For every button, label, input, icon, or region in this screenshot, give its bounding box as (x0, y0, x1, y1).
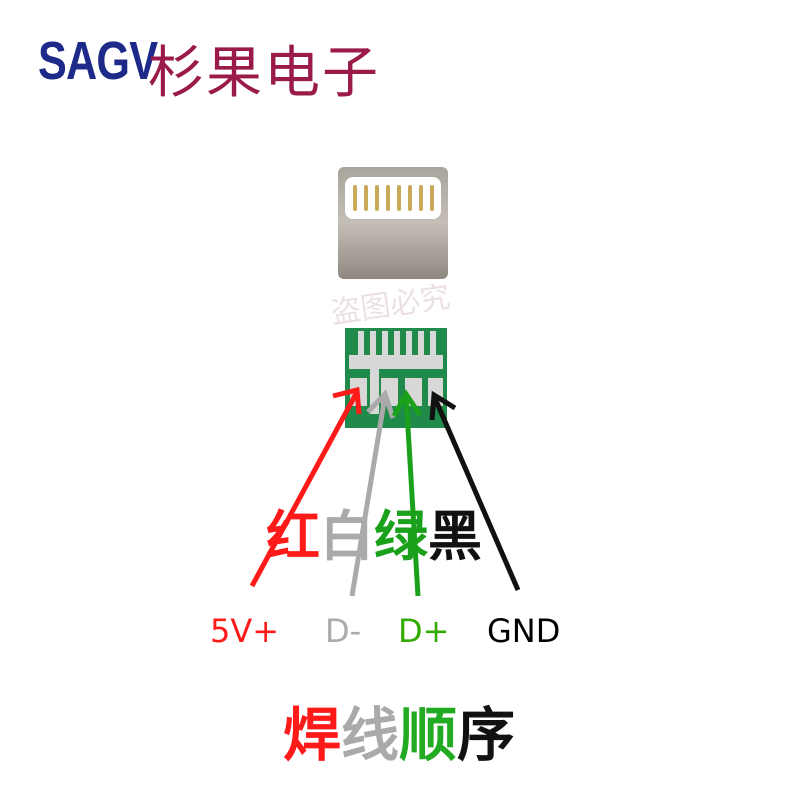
wire-color-black: 黑 (428, 505, 482, 568)
wire-color-white: 白 (320, 505, 374, 568)
wire-color-green: 绿 (374, 505, 428, 568)
logo-chinese: 杉果电子 (148, 41, 380, 106)
arrow-white (349, 389, 396, 597)
arrow-red (249, 386, 362, 588)
wire-colors: 红 白 绿 黑 (266, 492, 482, 571)
wire-color-red: 红 (266, 505, 320, 568)
pin-label-d-plus: D+ (398, 612, 450, 650)
pin-label-d-minus: D- (325, 612, 362, 650)
pcb-board (345, 328, 447, 428)
caption-char: 线 (341, 701, 400, 769)
logo-latin: SAGV (38, 31, 158, 91)
caption-char: 顺 (399, 701, 458, 769)
caption: 焊 线 顺 序 (283, 688, 515, 772)
caption-char: 序 (457, 701, 516, 769)
arrows (249, 386, 521, 597)
arrow-green (391, 389, 423, 597)
pin-label-5v: 5V+ (210, 612, 280, 650)
pin-label-gnd: GND (487, 612, 561, 650)
lightning-plug (338, 167, 448, 279)
arrow-black (429, 390, 521, 591)
caption-char: 焊 (283, 701, 342, 769)
